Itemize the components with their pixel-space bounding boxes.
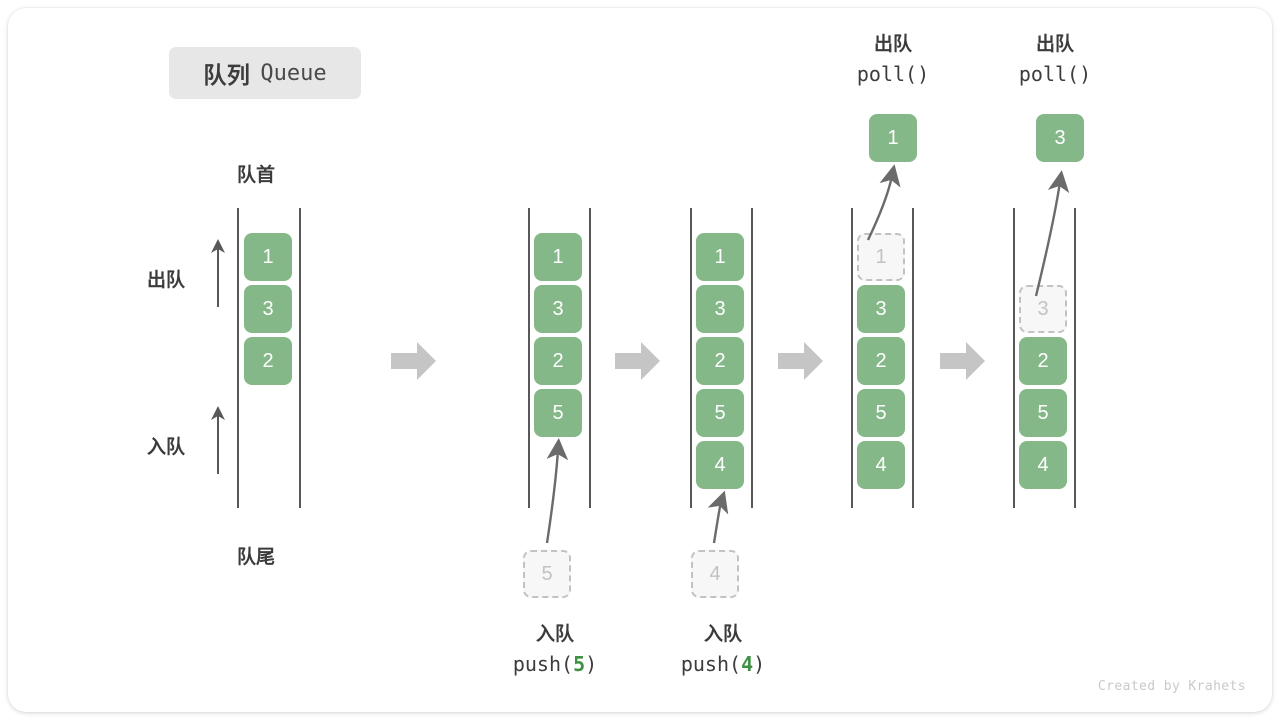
separator-arrow-icon (615, 340, 661, 382)
separator-arrow-icon (391, 340, 437, 382)
push-5-caption: 入队 push(5) (440, 620, 670, 680)
queue-cell: 5 (696, 389, 744, 437)
queue-rail-right-1 (299, 208, 301, 508)
queue-cell: 4 (1019, 441, 1067, 489)
queue-rail-left-3 (690, 208, 692, 508)
queue-rail-right-4 (912, 208, 914, 508)
queue-rail-left-1 (237, 208, 239, 508)
queue-rail-right-5 (1074, 208, 1076, 508)
queue-cell: 2 (534, 337, 582, 385)
queue-cell: 3 (696, 285, 744, 333)
queue-rail-left-2 (528, 208, 530, 508)
queue-rail-left-5 (1013, 208, 1015, 508)
queue-cell: 2 (696, 337, 744, 385)
watermark: Created by Krahets (1097, 679, 1246, 694)
push-4-caption: 入队 push(4) (608, 620, 838, 680)
queue-cell: 3 (534, 285, 582, 333)
enqueue-direction-arrow (209, 404, 227, 476)
queue-cell: 2 (857, 337, 905, 385)
queue-rear-label: 队尾 (237, 547, 276, 568)
enqueue-legend-label: 入队 (147, 437, 186, 458)
poll-3-header-code: poll() (1018, 62, 1092, 87)
poll-3-motion-arrow (1034, 170, 1070, 297)
dequeue-legend-label: 出队 (147, 270, 186, 291)
queue-cell: 2 (1019, 337, 1067, 385)
push-5-motion-arrow (545, 438, 569, 544)
queue-cell-new: 5 (534, 389, 582, 437)
queue-popped-cell: 1 (869, 114, 917, 162)
queue-cell: 1 (534, 233, 582, 281)
queue-cell: 4 (857, 441, 905, 489)
poll-3-header: 出队 poll() (940, 30, 1170, 90)
diagram-title-en: Queue (260, 60, 327, 86)
queue-cell-new: 4 (696, 441, 744, 489)
queue-cell: 1 (696, 233, 744, 281)
push-5-caption-cn: 入队 (535, 624, 574, 645)
queue-cell: 1 (244, 233, 292, 281)
queue-popped-cell: 3 (1036, 114, 1084, 162)
queue-incoming-ghost: 5 (523, 550, 571, 598)
push-4-caption-cn: 入队 (703, 624, 742, 645)
queue-front-label: 队首 (237, 165, 276, 186)
queue-cell: 5 (857, 389, 905, 437)
dequeue-direction-arrow (209, 237, 227, 309)
poll-1-header: 出队 poll() (778, 30, 1008, 90)
queue-cell: 3 (857, 285, 905, 333)
queue-cell: 2 (244, 337, 292, 385)
diagram-title-chip: 队列 Queue (169, 47, 361, 99)
poll-1-motion-arrow (866, 164, 901, 241)
queue-removed-ghost: 3 (1019, 285, 1067, 333)
push-4-caption-code: push(4) (680, 652, 766, 677)
diagram-title-cn: 队列 (203, 62, 251, 88)
poll-3-header-cn: 出队 (1035, 34, 1074, 55)
queue-cell: 5 (1019, 389, 1067, 437)
queue-incoming-ghost: 4 (691, 550, 739, 598)
poll-1-header-cn: 出队 (873, 34, 912, 55)
separator-arrow-icon (940, 340, 986, 382)
queue-cell: 3 (244, 285, 292, 333)
poll-1-header-code: poll() (856, 62, 930, 87)
separator-arrow-icon (778, 340, 824, 382)
queue-rail-right-3 (751, 208, 753, 508)
queue-rail-left-4 (851, 208, 853, 508)
queue-removed-ghost: 1 (857, 233, 905, 281)
push-4-motion-arrow (707, 490, 729, 544)
push-5-caption-code: push(5) (512, 652, 598, 677)
queue-rail-right-2 (589, 208, 591, 508)
